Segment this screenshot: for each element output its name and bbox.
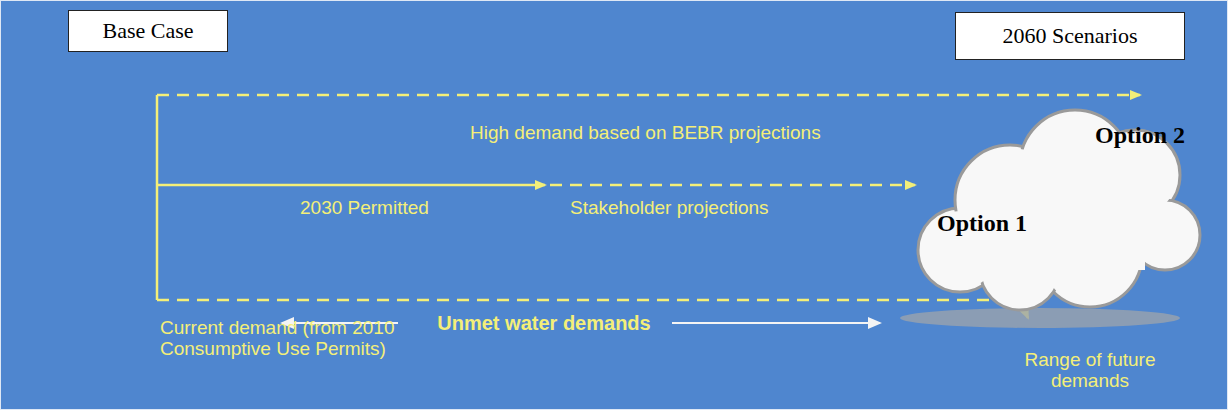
case-box: Base Case: [68, 10, 228, 52]
cloud-shape: [900, 110, 1200, 328]
option-label: Option 2: [1095, 122, 1185, 149]
range-label: Unmet water demands: [433, 312, 654, 334]
scenario-box: 2060 Scenarios: [955, 12, 1185, 60]
demand-note: Current demand (from 2010 Consumptive Us…: [160, 318, 400, 360]
option-label: Option 1: [937, 210, 1027, 237]
line-label: High demand based on BEBR projections: [470, 123, 950, 144]
box-title: Base Case: [102, 18, 193, 44]
line-label: Stakeholder projections: [570, 198, 830, 219]
box-title: 2060 Scenarios: [1002, 23, 1137, 49]
demand-note: Range of future demands: [1005, 350, 1175, 392]
line-label: 2030 Permitted: [300, 198, 500, 219]
scenario-cloud: Option 2 Option 1: [905, 100, 1205, 320]
